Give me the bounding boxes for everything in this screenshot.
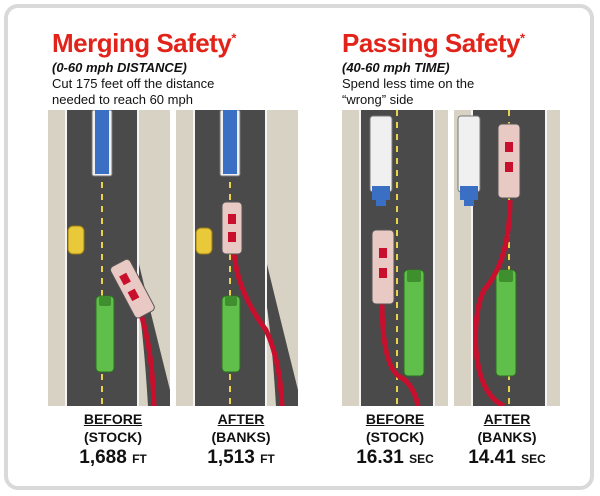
passing-title: Passing Safety* (342, 28, 525, 58)
merging-before-caption: BEFORE (STOCK) 1,688 FT (58, 410, 168, 471)
passing-subtitle: (40-60 mph TIME) (342, 60, 450, 75)
passing-after-value: 14.41 SEC (468, 447, 546, 468)
passing-after-caption: AFTER (BANKS) 14.41 SEC (452, 410, 562, 471)
passing-before-sub: (STOCK) (365, 429, 425, 445)
merging-after-value: 1,513 FT (207, 447, 275, 468)
passing-before-caption: BEFORE (STOCK) 16.31 SEC (340, 410, 450, 471)
passing-before-label: BEFORE (365, 411, 425, 427)
merging-subtitle: (0-60 mph DISTANCE) (52, 60, 187, 75)
merging-after-label: AFTER (217, 411, 265, 427)
passing-before-panel (342, 110, 448, 406)
passing-after-sub: (BANKS) (477, 429, 537, 445)
merging-before-value: 1,688 FT (79, 447, 147, 468)
merging-after-panel (176, 110, 298, 406)
passing-description: Spend less time on the“wrong” side (342, 76, 475, 107)
passing-before-value: 16.31 SEC (356, 447, 434, 468)
merging-before-label: BEFORE (83, 411, 143, 427)
merging-after-caption: AFTER (BANKS) 1,513 FT (186, 410, 296, 471)
merging-title: Merging Safety* (52, 28, 236, 58)
passing-after-panel (454, 110, 560, 406)
merging-before-sub: (STOCK) (83, 429, 143, 445)
passing-after-label: AFTER (483, 411, 531, 427)
merging-before-panel (48, 110, 170, 406)
merging-after-sub: (BANKS) (211, 429, 271, 445)
